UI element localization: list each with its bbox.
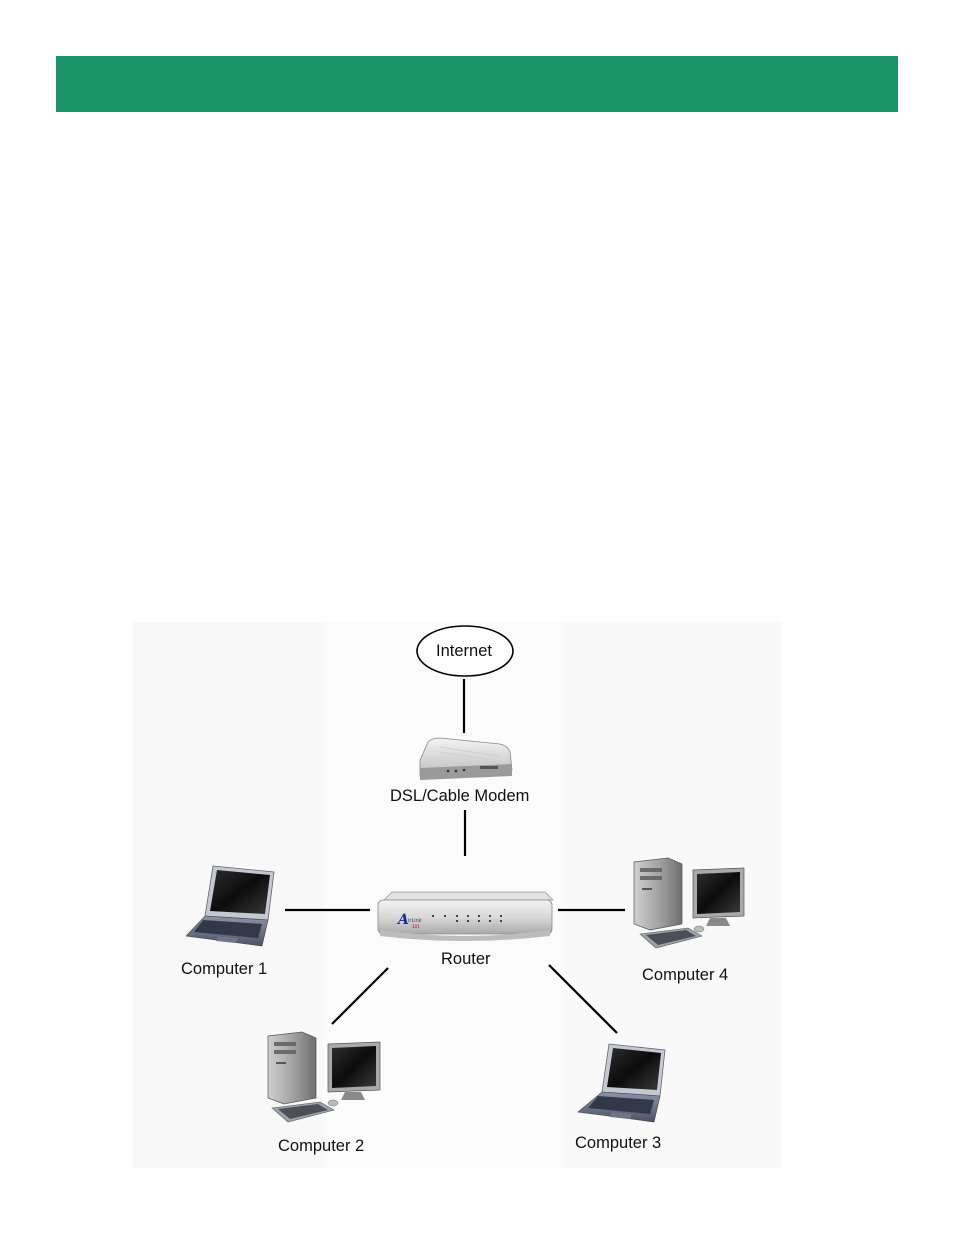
modem-icon	[419, 737, 513, 780]
svg-text:101: 101	[412, 924, 420, 929]
internet-label: Internet	[436, 642, 492, 660]
desktop-icon-computer4	[633, 857, 745, 949]
computer3-label: Computer 3	[575, 1134, 662, 1152]
router-label: Router	[441, 950, 491, 968]
modem-label: DSL/Cable Modem	[390, 787, 530, 805]
header-bar	[56, 56, 898, 112]
computer2-label: Computer 2	[278, 1137, 365, 1155]
svg-text:irLink: irLink	[408, 918, 422, 924]
desktop-icon-computer2	[267, 1031, 381, 1123]
computer1-label: Computer 1	[181, 960, 268, 978]
router-icon: A irLink 101	[377, 891, 554, 941]
line-router-computer3	[548, 964, 618, 1034]
laptop-icon-computer3	[577, 1043, 666, 1123]
line-router-computer2	[331, 967, 389, 1025]
laptop-icon-computer1	[185, 865, 275, 947]
computer4-label: Computer 4	[642, 966, 729, 984]
internet-cloud-icon	[416, 625, 514, 677]
connection-lines	[285, 679, 625, 1034]
svg-text:A: A	[396, 912, 409, 928]
